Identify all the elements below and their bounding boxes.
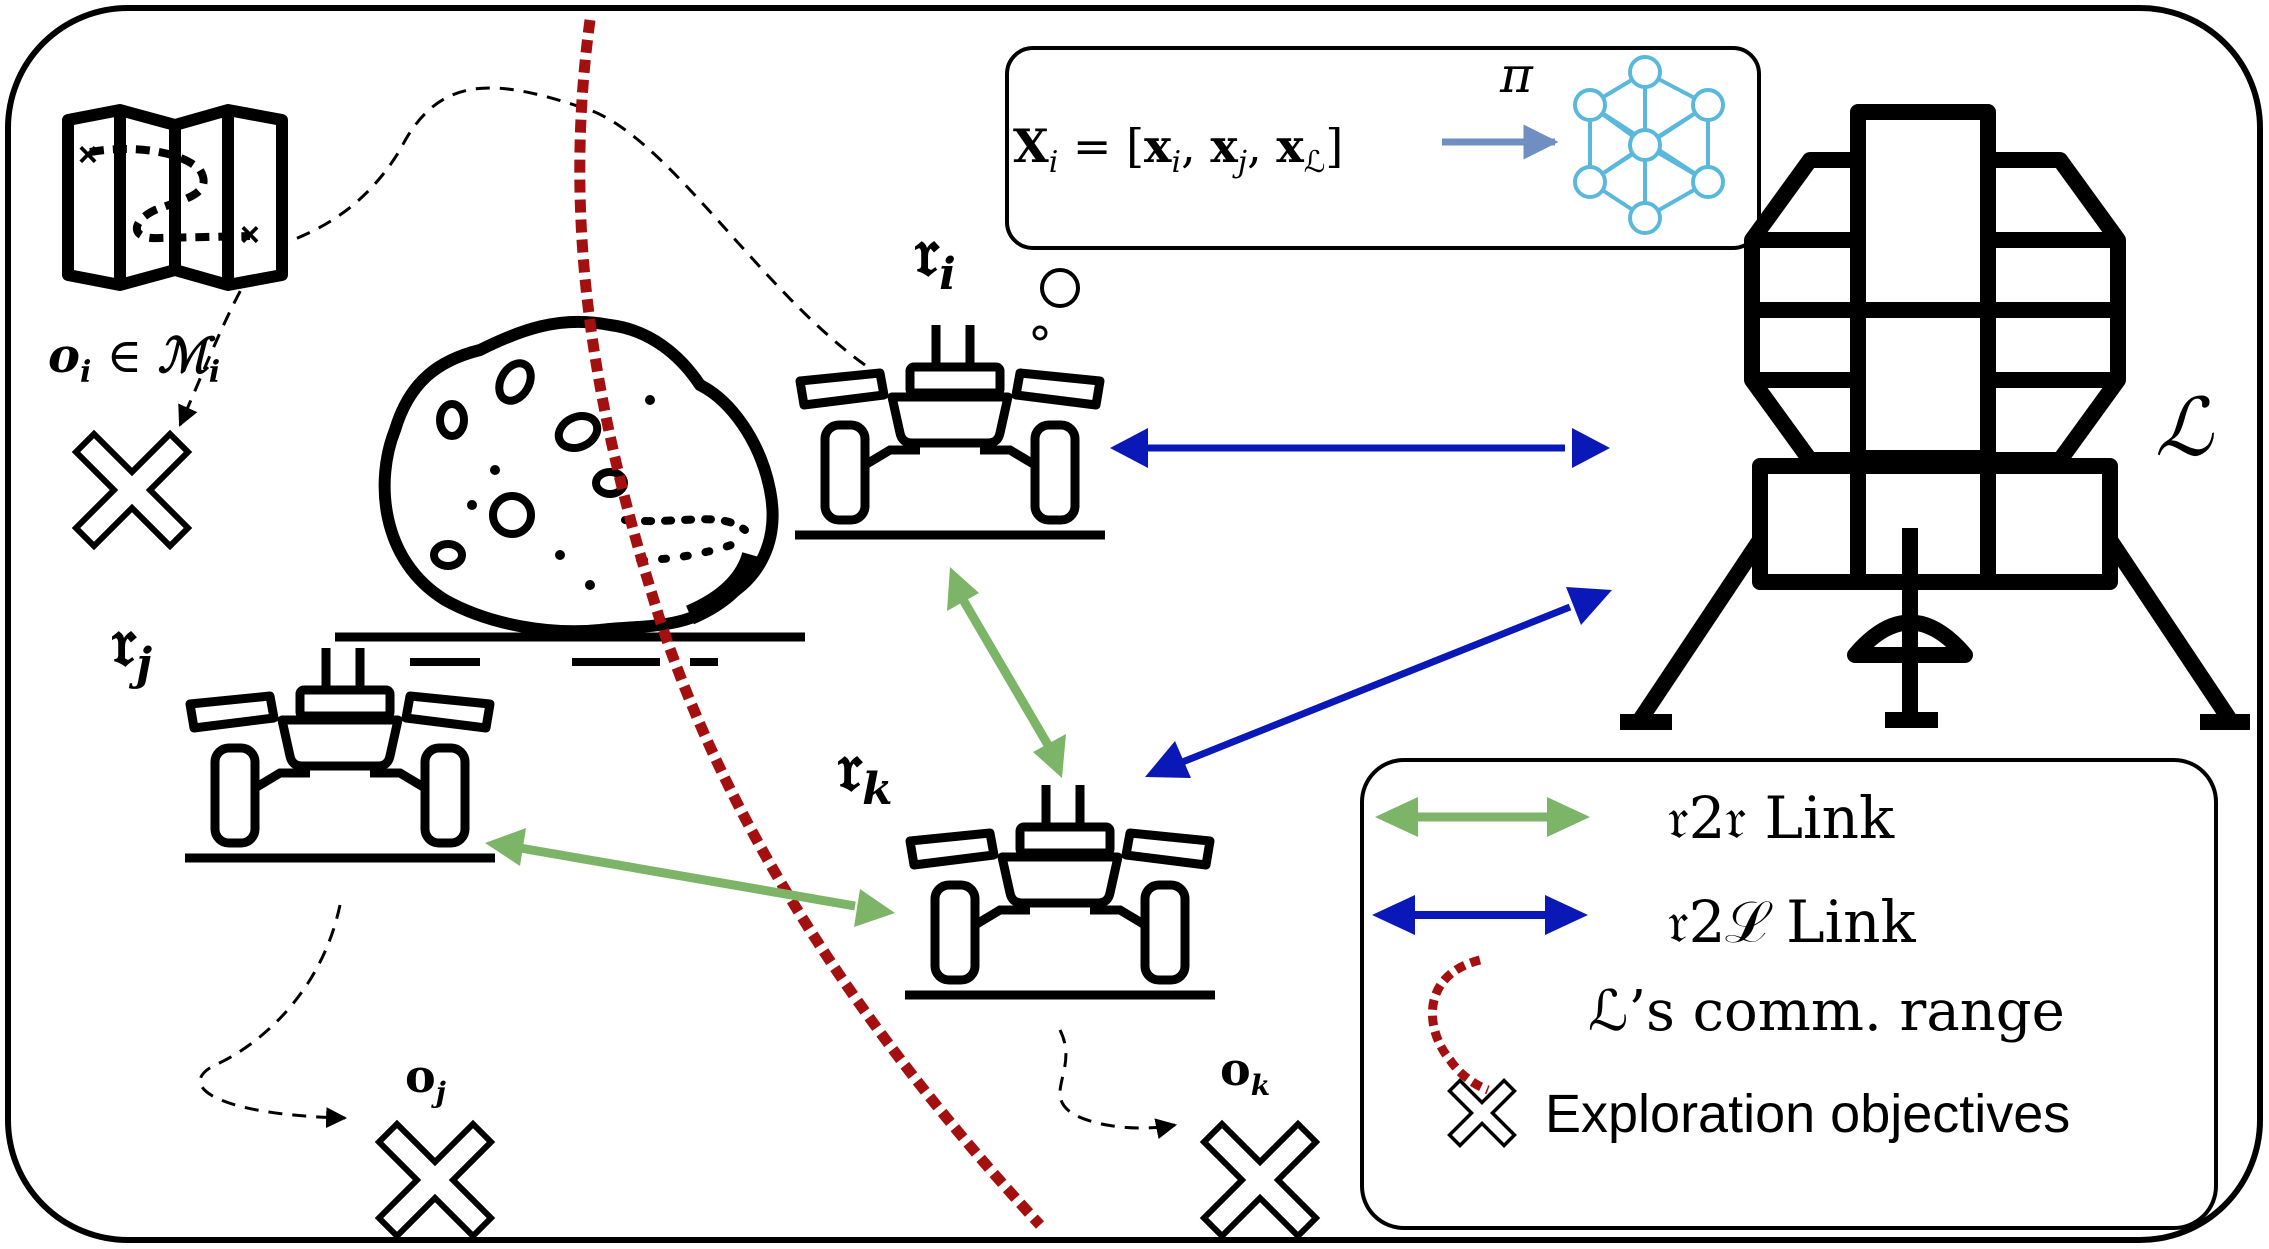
- legend: 𝔯2𝔯 Link 𝔯2ℒ Link ℒ’s comm. range Explor…: [1360, 758, 2218, 1230]
- rover-j-label: 𝔯j: [112, 602, 152, 690]
- svg-text:×: ×: [78, 136, 98, 174]
- policy-input-formula: Xi = [xi, xj, xℒ]: [1013, 119, 1343, 180]
- policy-symbol: π: [1499, 46, 1534, 104]
- legend-r2r-label: 𝔯2𝔯 Link: [1668, 784, 1895, 852]
- legend-r2r-swatch: [1375, 797, 1590, 837]
- legend-range-label: ℒ’s comm. range: [1588, 979, 2065, 1044]
- thought-bubble-small: [1032, 325, 1048, 341]
- legend-r2l-label: 𝔯2ℒ Link: [1668, 888, 1917, 956]
- thought-bubble-large: [1040, 268, 1080, 308]
- legend-objectives-label: Exploration objectives: [1545, 1084, 2070, 1144]
- trajectory-paths: [178, 86, 1178, 1139]
- lander-icon: [1620, 104, 2250, 730]
- map-icon: × ×: [62, 104, 288, 291]
- comm-range-boundary: [574, 19, 1045, 1229]
- path-map-to-objective: [178, 249, 267, 427]
- r2r-link-ri-rk: [958, 595, 1052, 748]
- objective-j-label: oj: [405, 1049, 446, 1109]
- r2r-link-rj-rk: [519, 843, 856, 911]
- legend-range-swatch: [1428, 955, 1490, 1095]
- path-map-to-ri: [264, 86, 866, 367]
- svg-text:×: ×: [240, 216, 260, 254]
- map-observation-label: oi ∈ ℳi: [48, 328, 220, 390]
- r2l-link-rk-lander: [1178, 603, 1572, 767]
- link-arrows: [485, 428, 1612, 927]
- path-rk-to-ok: [1058, 1029, 1178, 1139]
- legend-r2l-swatch: [1372, 895, 1588, 935]
- lander-label: ℒ: [2155, 381, 2214, 474]
- policy-box: [1005, 46, 1761, 250]
- rock-icon: [335, 315, 805, 666]
- legend-box: [1360, 758, 2218, 1230]
- objective-k-label: ok: [1220, 1042, 1270, 1102]
- path-rj-to-oj: [198, 904, 348, 1129]
- neural-network-icon: [1573, 55, 1725, 235]
